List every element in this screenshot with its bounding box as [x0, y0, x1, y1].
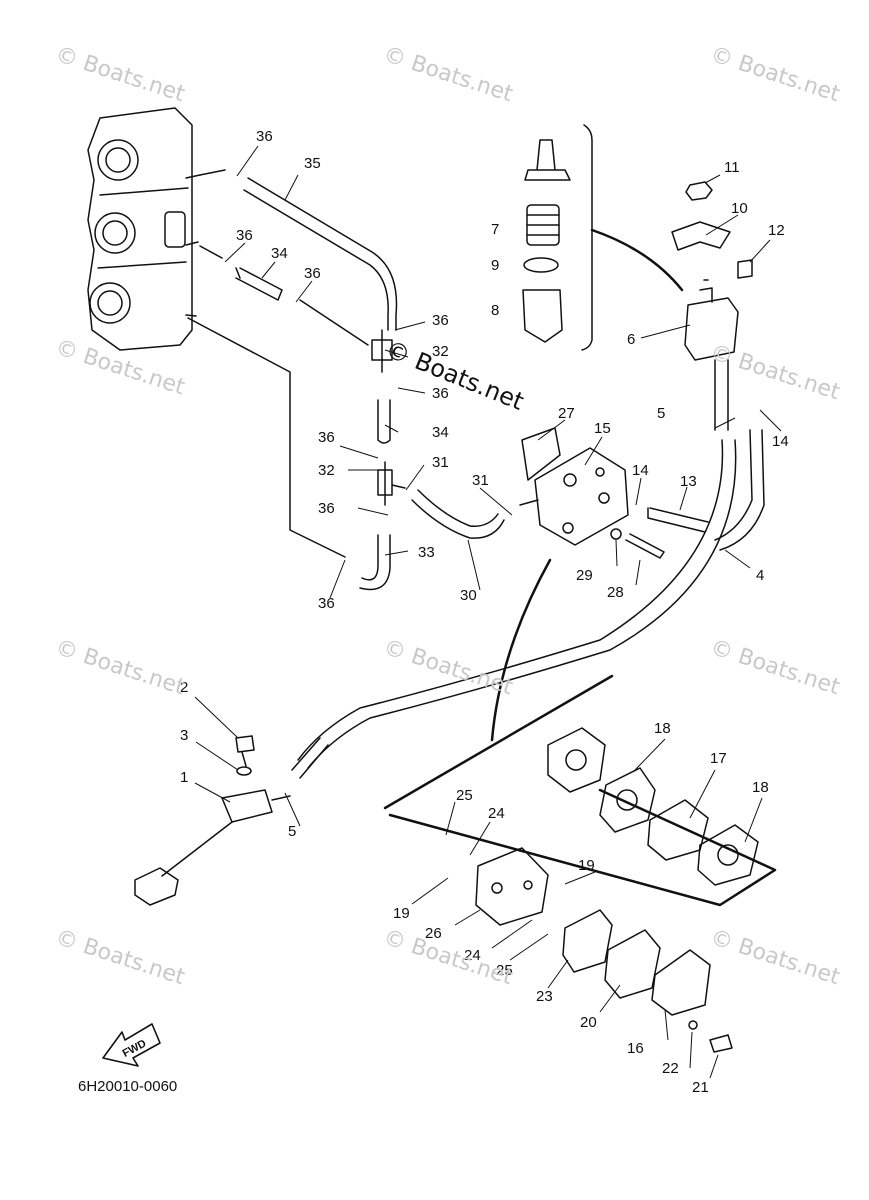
diaphragm-20	[604, 929, 661, 999]
callout-25: 25	[456, 787, 473, 804]
arrow-to-filter	[590, 228, 684, 292]
callout-36: 36	[304, 265, 321, 282]
fitting-1	[221, 789, 291, 823]
callout-7: 7	[491, 221, 499, 238]
callout-25: 25	[496, 962, 513, 979]
hose-to-connector	[161, 821, 233, 877]
fuel-line-4	[297, 439, 737, 769]
callout-32: 32	[318, 462, 335, 479]
callout-15: 15	[594, 420, 611, 437]
screw-22	[709, 1034, 733, 1053]
washer-3	[236, 766, 252, 776]
hose-30	[411, 489, 505, 539]
joint-32-lower	[377, 461, 406, 506]
washer-23	[688, 1020, 698, 1030]
callout-10: 10	[731, 200, 748, 217]
callout-34: 34	[271, 245, 288, 262]
callout-14: 14	[772, 433, 789, 450]
callout-29: 29	[576, 567, 593, 584]
bracket-10	[671, 221, 731, 251]
hose-35	[199, 169, 398, 331]
callout-30: 30	[460, 587, 477, 604]
line-14	[714, 429, 765, 551]
o-ring-9	[523, 257, 559, 273]
return-line	[187, 317, 346, 558]
callout-1: 1	[180, 769, 188, 786]
callout-6: 6	[627, 331, 635, 348]
bolt-12	[737, 259, 753, 279]
callout-17: 17	[710, 750, 727, 767]
callout-36: 36	[318, 595, 335, 612]
fuel-filter-6	[684, 279, 739, 361]
callout-36: 36	[318, 500, 335, 517]
callout-19: 19	[578, 857, 595, 874]
callout-36: 36	[318, 429, 335, 446]
nut-11	[685, 181, 713, 201]
callout-36: 36	[256, 128, 273, 145]
callout-24: 24	[464, 947, 481, 964]
callout-20: 20	[580, 1014, 597, 1031]
washer-29	[610, 528, 622, 540]
callout-27: 27	[558, 405, 575, 422]
callout-5: 5	[288, 823, 296, 840]
callout-2: 2	[180, 679, 188, 696]
callout-8: 8	[491, 302, 499, 319]
callout-12: 12	[768, 222, 785, 239]
callout-21: 23	[536, 988, 553, 1005]
connector	[134, 867, 179, 906]
carburetor-assembly	[87, 107, 201, 351]
hose-34-lower	[377, 399, 391, 444]
bolt-2	[235, 735, 255, 767]
detail-box	[383, 674, 777, 907]
callout-14: 14	[632, 462, 649, 479]
bolt-28	[625, 533, 665, 559]
callout-32: 32	[432, 343, 449, 360]
callout-31: 31	[472, 472, 489, 489]
callout-33: 33	[418, 544, 435, 561]
callout-36: 36	[432, 312, 449, 329]
callout-36: 36	[236, 227, 253, 244]
filter-cap	[524, 139, 571, 181]
strainer-line	[714, 359, 729, 431]
hose-34-upper	[235, 267, 283, 301]
callout-19: 19	[393, 905, 410, 922]
callout-9: 9	[491, 257, 499, 274]
callout-13: 13	[680, 473, 697, 490]
callout-28: 28	[607, 584, 624, 601]
callout-22: 21	[692, 1079, 709, 1096]
callout-35: 35	[304, 155, 321, 172]
callout-18: 18	[654, 720, 671, 737]
arrow-to-pump	[490, 558, 552, 742]
callout-31: 31	[432, 454, 449, 471]
fuel-pump-15	[519, 427, 629, 546]
joint-32-upper	[371, 329, 393, 373]
callout-5: 5	[657, 405, 665, 422]
filter-bracket-line	[581, 124, 593, 351]
callout-4: 4	[756, 567, 764, 584]
callout-24: 24	[488, 805, 505, 822]
hose-33	[359, 534, 391, 591]
callout-23: 22	[662, 1060, 679, 1077]
callout-16: 16	[627, 1040, 644, 1057]
callout-3: 3	[180, 727, 188, 744]
filter-cup-8	[522, 289, 563, 343]
callout-36: 36	[432, 385, 449, 402]
callout-26: 26	[425, 925, 442, 942]
filter-element-7	[526, 204, 560, 246]
hose-13	[647, 507, 709, 533]
callout-34: 34	[432, 424, 449, 441]
gasket-21	[562, 909, 613, 973]
pump-body-26	[475, 847, 549, 926]
pump-cover-16	[651, 949, 711, 1016]
fwd-arrow	[102, 1023, 161, 1067]
fuel-hose-end	[291, 737, 329, 779]
callout-labels: 36 35 36 34 36 36 32 36 34 36 32 31 36 3…	[180, 128, 789, 1096]
diagram-code: 6H20010-0060	[78, 1078, 178, 1095]
callout-18: 18	[752, 779, 769, 796]
callout-11: 11	[724, 159, 740, 176]
diaphragm-gaskets	[547, 727, 759, 886]
